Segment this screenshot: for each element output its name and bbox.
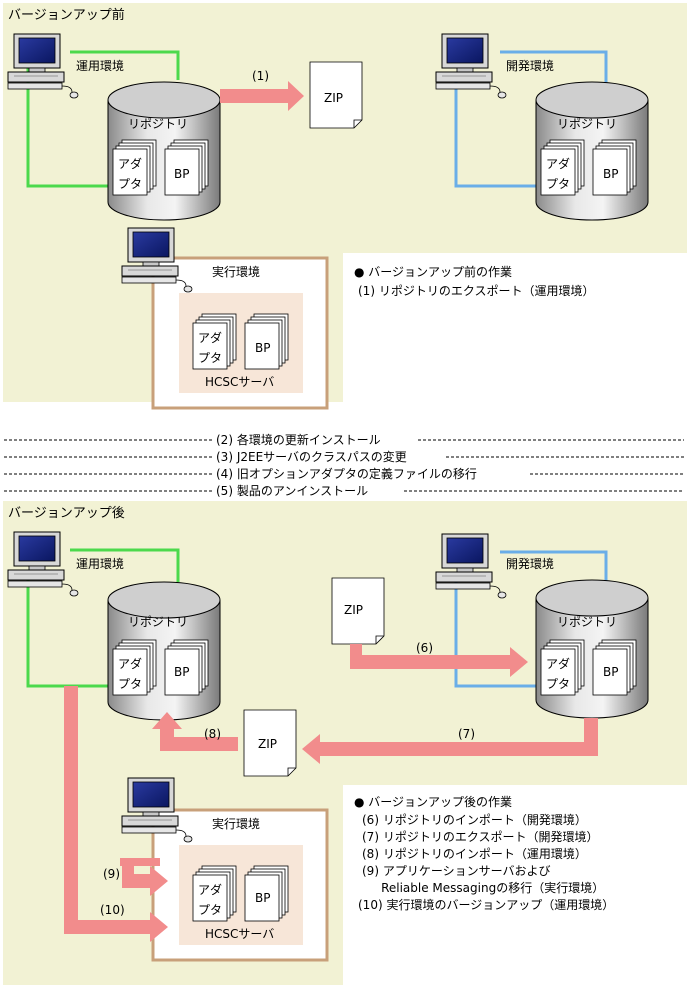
between-step-5: (5) 製品のアンインストール: [216, 484, 368, 498]
after-dev-adapter-label-1: アダ: [546, 656, 570, 671]
after-task-7: (7) リポジトリのエクスポート（開発環境）: [362, 829, 598, 844]
dev-adapter-label-2: プタ: [546, 177, 570, 191]
after-task-8: (8) リポジトリのインポート（運用環境）: [362, 846, 587, 861]
hcsc-adapter-label-1: アダ: [198, 330, 222, 345]
dev-env-label: 開発環境: [506, 58, 554, 73]
after-dev-repository-label: リポジトリ: [557, 615, 617, 629]
after-title: バージョンアップ後: [8, 506, 125, 521]
hcsc-bp-label: BP: [255, 341, 270, 355]
after-hcsc-label: HCSCサーバ: [205, 927, 274, 941]
after-op-env-label: 運用環境: [76, 556, 124, 571]
between-step-2: (2) 各環境の更新インストール: [216, 432, 381, 447]
after-dev-env-label: 開発環境: [506, 556, 554, 571]
after-hcsc-bp-label: BP: [255, 891, 270, 905]
hcsc-label: HCSCサーバ: [205, 375, 274, 389]
after-bp-label: BP: [174, 665, 189, 679]
after-dev-bp-label: BP: [603, 665, 618, 679]
step1-arrow: [220, 81, 304, 111]
step6-arrow: [350, 644, 528, 677]
after-hcsc-adapter-label-1: アダ: [198, 882, 222, 897]
after-hcsc-adapter-label-2: プタ: [198, 903, 222, 917]
between-step-3: (3) J2EEサーバのクラスパスの変更: [216, 449, 407, 464]
after-dev-adapter-label-2: プタ: [546, 677, 570, 691]
between-steps: (2) 各環境の更新インストール (3) J2EEサーバのクラスパスの変更 (4…: [4, 432, 684, 498]
op-env-label: 運用環境: [76, 58, 124, 73]
after-task-9: (9) アプリケーションサーバおよび: [362, 864, 550, 878]
dev-bp-label: BP: [603, 167, 618, 181]
step6-label: (6): [416, 641, 433, 655]
before-tasks-title: ● バージョンアップ前の作業: [354, 264, 512, 279]
after-task-10: (10) 実行環境のバージョンアップ（運用環境）: [358, 897, 614, 912]
step10-arrow: [64, 686, 168, 942]
step9-label: (9): [103, 867, 120, 881]
after-exec-env-label: 実行環境: [212, 816, 260, 831]
after-repository-label: リポジトリ: [128, 615, 188, 629]
step10-label: (10): [100, 903, 125, 917]
step8-arrow-body: [152, 712, 238, 751]
step7-arrow: [302, 718, 598, 764]
adapter-label-2: プタ: [118, 177, 142, 191]
before-task-1: (1) リポジトリのエクスポート（運用環境）: [358, 283, 594, 298]
step9-arrow: [120, 858, 168, 896]
hcsc-adapter-label-2: プタ: [198, 351, 222, 365]
repository-label: リポジトリ: [128, 117, 188, 131]
after-task-6: (6) リポジトリのインポート（開発環境）: [362, 812, 587, 827]
exec-env-label: 実行環境: [212, 264, 260, 279]
zip-label: ZIP: [324, 91, 343, 105]
after-adapter-label-1: アダ: [118, 656, 142, 671]
after-task-9b: Reliable Messagingの移行（実行環境）: [362, 880, 604, 895]
after-tasks-title: ● バージョンアップ後の作業: [354, 795, 512, 809]
dev-adapter-label-1: アダ: [546, 156, 570, 171]
after-zip-label-1: ZIP: [344, 603, 363, 617]
step8-label: (8): [204, 727, 221, 741]
step7-label: (7): [458, 727, 475, 741]
dev-repository-label: リポジトリ: [557, 117, 617, 131]
after-adapter-label-2: プタ: [118, 677, 142, 691]
bp-label: BP: [174, 167, 189, 181]
step1-label: (1): [252, 69, 269, 83]
between-step-4: (4) 旧オプションアダプタの定義ファイルの移行: [216, 466, 477, 481]
before-title: バージョンアップ前: [8, 7, 125, 23]
after-zip-label-2: ZIP: [258, 737, 277, 751]
adapter-label-1: アダ: [118, 156, 142, 171]
